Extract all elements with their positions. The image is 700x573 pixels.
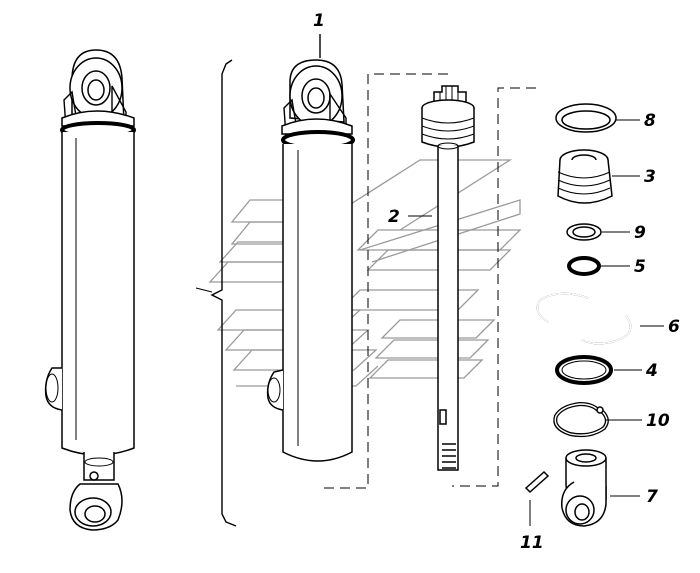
cylinder-body bbox=[266, 59, 355, 462]
body-bracket bbox=[320, 73, 448, 489]
piston-rod bbox=[421, 85, 475, 471]
part-9-ring bbox=[566, 223, 602, 241]
assembled-cylinder bbox=[44, 49, 136, 531]
part-5-o-ring bbox=[567, 256, 601, 276]
callout-6: 6 bbox=[668, 317, 680, 337]
part-11-pin bbox=[524, 470, 550, 494]
callout-9: 9 bbox=[634, 223, 646, 243]
callout-5: 5 bbox=[634, 257, 646, 277]
callout-4: 4 bbox=[645, 361, 658, 381]
callout-11: 11 bbox=[520, 533, 544, 553]
callout-8: 8 bbox=[644, 111, 656, 131]
part-8-ring bbox=[555, 103, 617, 133]
part-7-rod-eye bbox=[561, 449, 607, 527]
part-10-retaining-ring bbox=[553, 401, 609, 438]
callout-3: 3 bbox=[644, 167, 656, 187]
part-6-split-rings bbox=[536, 292, 632, 345]
callout-2: 2 bbox=[388, 207, 400, 227]
callout-7: 7 bbox=[646, 487, 658, 507]
part-3-gland bbox=[557, 149, 613, 204]
assembly-bracket bbox=[210, 59, 237, 527]
part-4-ring bbox=[555, 355, 613, 385]
rod-bracket bbox=[452, 87, 536, 487]
watermark-logo bbox=[208, 159, 522, 387]
assembly-bracket-arrow bbox=[195, 287, 213, 293]
callout-10: 10 bbox=[646, 411, 670, 431]
assembly-number: 1 bbox=[313, 11, 325, 31]
